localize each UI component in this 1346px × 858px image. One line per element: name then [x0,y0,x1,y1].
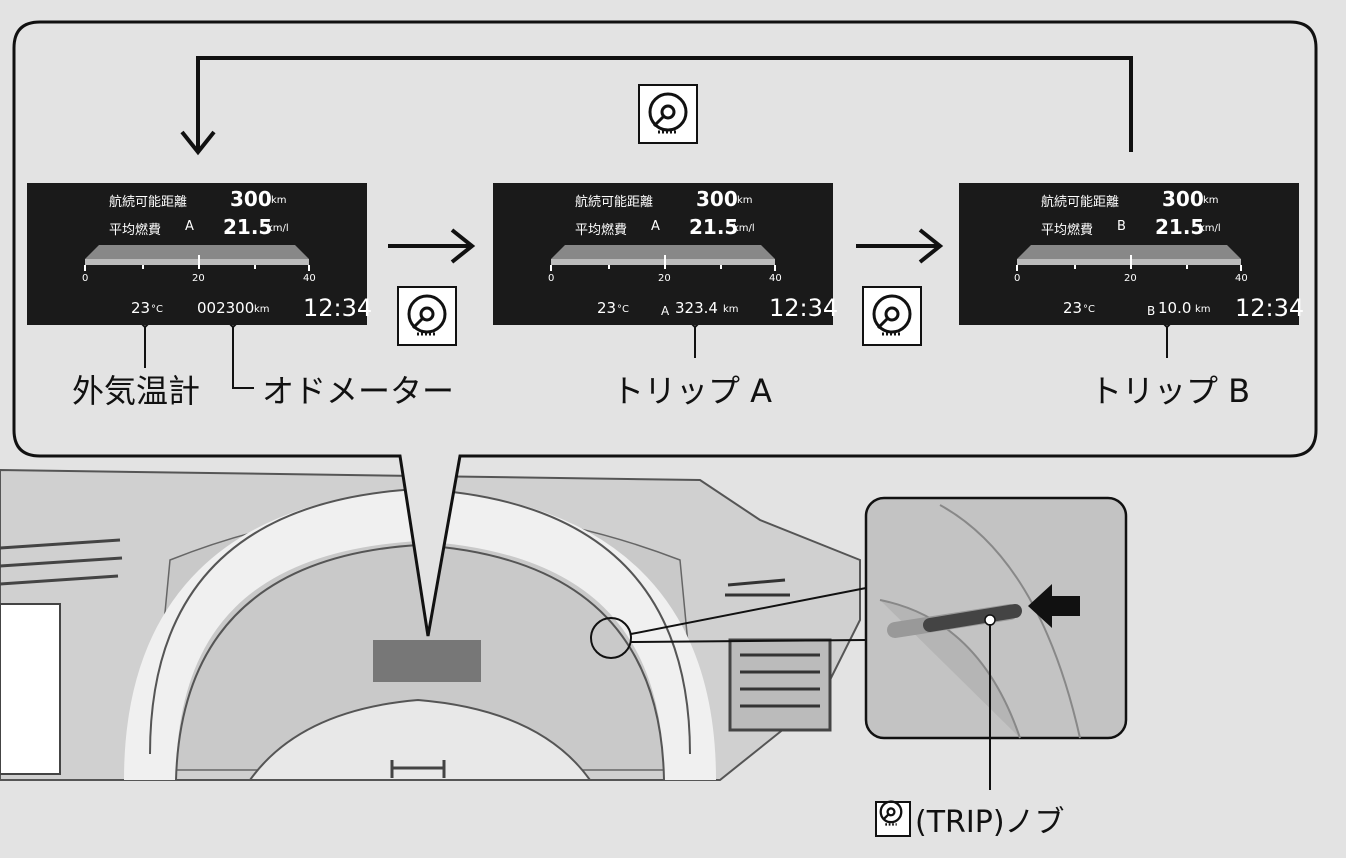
range-unit: km [271,195,287,206]
trip-b-unit: km [1195,304,1211,315]
scale-tick-20: 20 [658,273,671,284]
trip-knob-icon [638,84,698,144]
temp-unit: °C [617,304,629,315]
trip-knob-icon [397,286,457,346]
display-panel-trip-a: 航続可能距離 300 km 平均燃費 A 21.5 km/l 0 20 40 2… [493,183,838,325]
scale-tick-0: 0 [1014,273,1021,284]
fuel-unit: km/l [1199,223,1221,234]
trip-knob-icon [862,286,922,346]
right-vent [725,578,832,732]
fuel-trip: B [1117,219,1126,234]
caption-trip-a: トリップ A [612,372,773,410]
fuel-economy-bar [550,245,776,271]
fuel-economy-bar [1016,245,1242,271]
trip-prefix: B [1147,304,1156,318]
loop-arrow-head [180,130,216,156]
temp-value: 23 [131,299,151,317]
caption-odometer: オドメーター [262,372,455,410]
fuel-label: 平均燃費 [109,223,162,238]
display-panel-trip-b: 航続可能距離 300 km 平均燃費 B 21.5 km/l 0 20 40 2… [959,183,1304,325]
fuel-value: 21.5 [223,215,273,239]
left-screen [0,603,61,775]
steering-wheel-hub [248,698,592,781]
fuel-unit: km/l [267,223,289,234]
temp-unit: °C [1083,304,1095,315]
scale-tick-20: 20 [192,273,205,284]
scale-tick-40: 40 [303,273,316,284]
range-label: 航続可能距離 [109,195,188,210]
fuel-unit: km/l [733,223,755,234]
arrow-2-to-3 [856,228,944,264]
callout-box [12,20,1318,637]
range-value: 300 [696,187,738,211]
temp-value: 23 [597,299,617,317]
trip-a-value: 323.4 [675,299,718,317]
scale-tick-40: 40 [1235,273,1248,284]
odometer-value: 002300 [197,299,255,317]
scale-tick-0: 0 [82,273,89,284]
caption-outside-temp: 外気温計 [72,372,201,410]
cluster-display [373,640,481,682]
fuel-economy-bar [84,245,310,271]
fuel-trip: A [185,219,194,234]
fuel-value: 21.5 [1155,215,1205,239]
range-unit: km [1203,195,1219,206]
clock: 12:34 [1235,294,1305,322]
trip-b-value: 10.0 [1158,299,1192,317]
scale-tick-0: 0 [548,273,555,284]
knob-location-circle [590,617,632,659]
range-label: 航続可能距離 [575,195,654,210]
trip-knob-caption: (TRIP)ノブ [875,797,1065,841]
loop-arrow-line [196,56,1133,152]
honda-logo [390,760,446,778]
scale-tick-40: 40 [769,273,782,284]
fuel-value: 21.5 [689,215,739,239]
left-vent [0,538,123,586]
arrow-1-to-2 [388,228,476,264]
odometer-unit: km [254,304,270,315]
range-value: 300 [1162,187,1204,211]
temp-value: 23 [1063,299,1083,317]
range-unit: km [737,195,753,206]
push-arrow [1028,584,1080,628]
fuel-label: 平均燃費 [1041,223,1094,238]
caption-trip-b: トリップ B [1090,372,1251,410]
range-label: 航続可能距離 [1041,195,1120,210]
trip-knob-label: (TRIP)ノブ [915,805,1065,840]
trip-knob [923,604,1022,632]
trip-prefix: A [661,304,670,318]
clock: 12:34 [769,294,839,322]
scale-tick-20: 20 [1124,273,1137,284]
fuel-label: 平均燃費 [575,223,628,238]
fuel-trip: A [651,219,660,234]
clock: 12:34 [303,294,373,322]
trip-knob-icon [875,800,911,837]
temp-unit: °C [151,304,163,315]
trip-a-unit: km [723,304,739,315]
range-value: 300 [230,187,272,211]
display-panel-odometer: 航続可能距離 300 km 平均燃費 A 21.5 km/l 0 20 40 2… [27,183,372,325]
